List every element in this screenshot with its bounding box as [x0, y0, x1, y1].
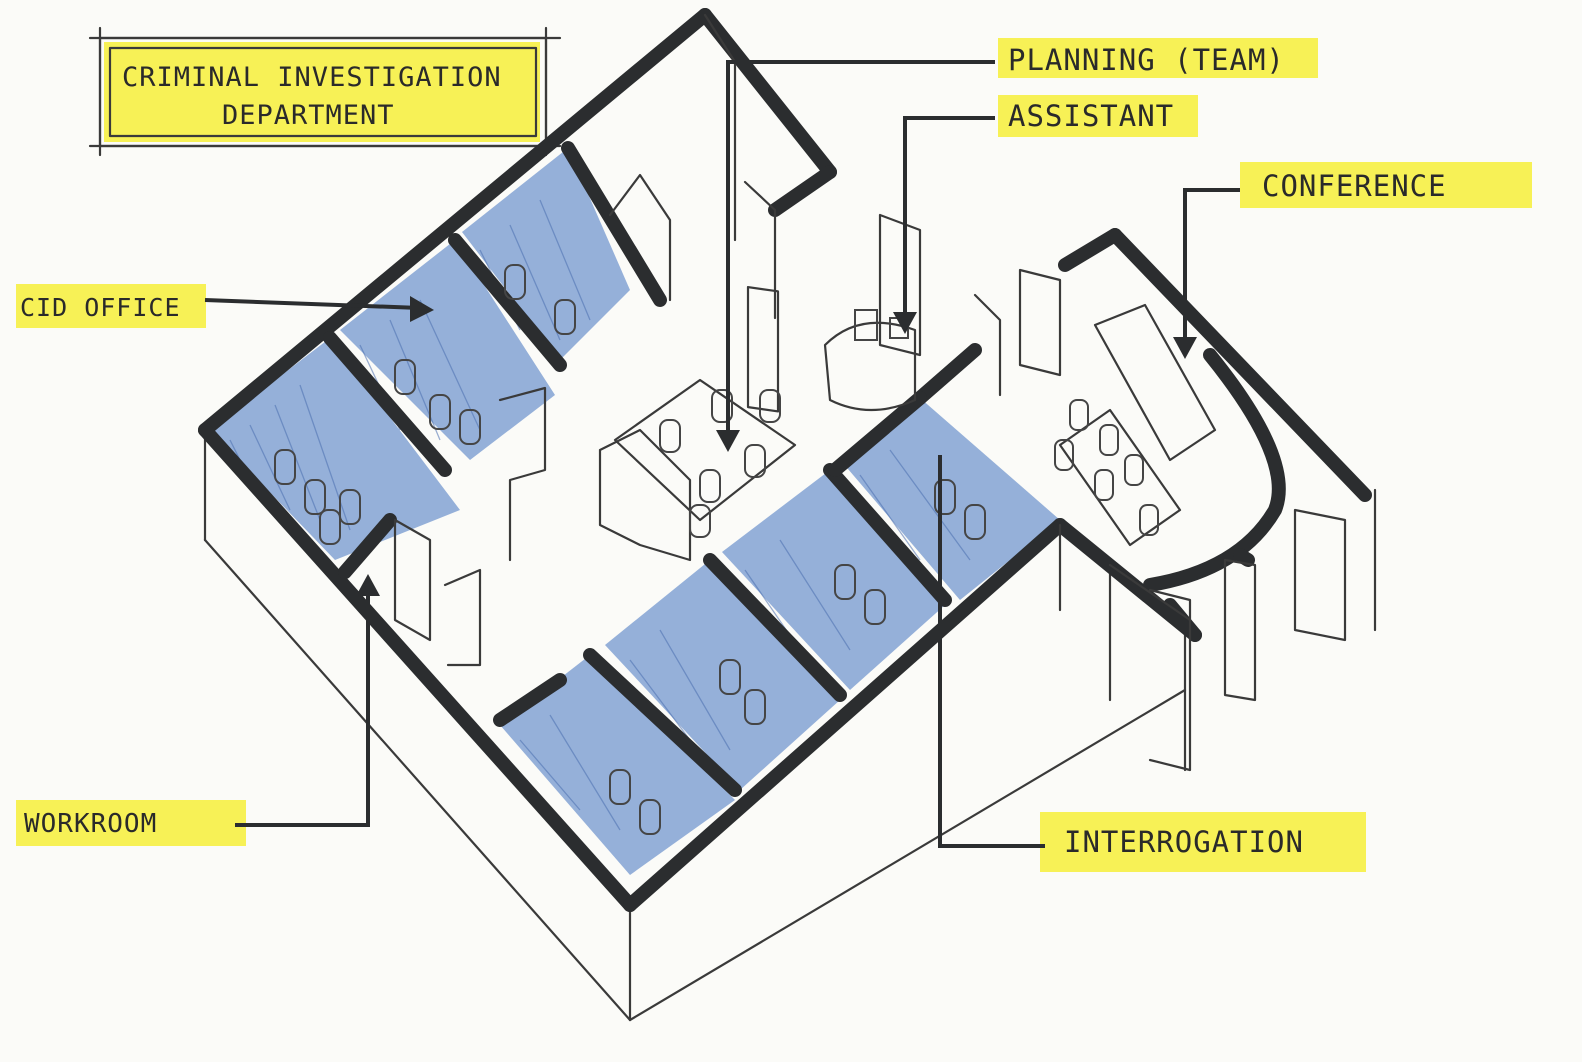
- leader-interrogation: [938, 455, 1045, 848]
- wall-faces: [393, 13, 1347, 772]
- arrow-cid-office: [410, 296, 434, 322]
- leader-workroom: [235, 578, 370, 827]
- label-workroom: WORKROOM: [24, 809, 157, 839]
- label-highlights: [16, 38, 1532, 872]
- highlight-workroom: [16, 800, 246, 846]
- labels: PLANNING (TEAM) ASSISTANT CONFERENCE CID…: [20, 43, 1447, 859]
- room-interrogation-3: [722, 470, 945, 690]
- arrow-assistant: [893, 312, 917, 334]
- room-interrogation-1: [500, 655, 735, 875]
- arrow-conference: [1173, 337, 1197, 359]
- label-planning: PLANNING (TEAM): [1008, 43, 1285, 77]
- highlight-planning: [998, 38, 1318, 78]
- leader-planning: [726, 60, 995, 448]
- room-cid-office-1: [210, 338, 460, 560]
- arrow-workroom: [356, 574, 380, 596]
- leader-cid-office: [204, 298, 421, 310]
- conference-furniture: [1054, 303, 1217, 547]
- label-cid-office: CID OFFICE: [20, 293, 181, 322]
- planning-table: [613, 378, 797, 522]
- label-interrogation: INTERROGATION: [1064, 825, 1304, 859]
- room-chairs: [274, 264, 986, 835]
- room-interrogation-2: [605, 560, 840, 790]
- room-cid-office-3: [462, 148, 630, 360]
- room-cid-office-2: [340, 240, 555, 460]
- highlight-cid-office: [16, 284, 206, 328]
- arrow-planning: [716, 430, 740, 452]
- highlight-conference: [1240, 162, 1532, 208]
- title-block: CRIMINAL INVESTIGATION DEPARTMENT: [88, 26, 562, 157]
- highlight-interrogation: [1040, 812, 1366, 872]
- leader-assistant: [903, 116, 995, 330]
- walls: [198, 8, 1372, 912]
- leader-conference: [1183, 188, 1240, 355]
- blue-rooms: [210, 148, 1060, 875]
- room-interrogation-4: [842, 398, 1060, 600]
- highlight-assistant: [998, 95, 1198, 137]
- title-frame-inner: [108, 46, 538, 138]
- planning-table-group: [613, 378, 797, 538]
- label-conference: CONFERENCE: [1262, 169, 1447, 203]
- title-highlight: [104, 42, 540, 142]
- label-assistant: ASSISTANT: [1008, 99, 1174, 133]
- title-line-1: CRIMINAL INVESTIGATION: [122, 62, 502, 93]
- title-line-2: DEPARTMENT: [222, 100, 395, 131]
- leaders: [204, 60, 1240, 848]
- building-extrusion: [203, 428, 1377, 1022]
